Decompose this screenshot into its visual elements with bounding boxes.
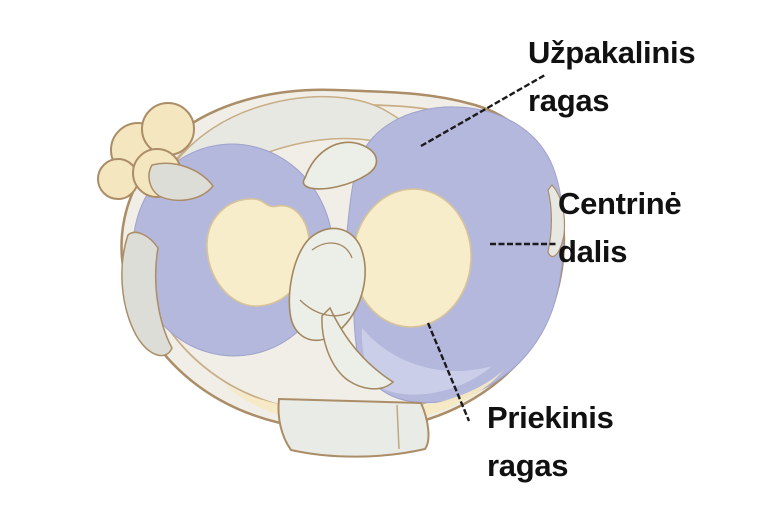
leader-lines xyxy=(420,73,556,422)
leader-line-posterior-horn xyxy=(420,73,546,148)
label-anterior-horn: Priekinis ragas xyxy=(487,394,614,490)
leader-line-anterior-horn xyxy=(426,322,471,422)
fibular-head xyxy=(97,102,214,202)
label-central-part: Centrinė dalis xyxy=(558,180,682,276)
label-posterior-horn: Užpakalinis ragas xyxy=(528,29,696,125)
lateral-capsule-band xyxy=(121,231,173,357)
label-anterior-horn-line2: ragas xyxy=(487,448,569,483)
label-posterior-horn-line1: Užpakalinis xyxy=(528,35,696,70)
patellar-tendon xyxy=(277,397,430,458)
medial-meniscus-anterior-shade xyxy=(361,328,492,395)
label-central-part-line2: dalis xyxy=(558,234,628,269)
ligament-strap xyxy=(321,306,395,390)
anterior-cruciate-ligament xyxy=(288,227,366,342)
label-posterior-horn-line2: ragas xyxy=(528,83,610,118)
posterior-cruciate-ligament xyxy=(302,141,378,190)
label-central-part-line1: Centrinė xyxy=(558,186,682,221)
medial-capsule-fold xyxy=(547,184,566,257)
lateral-cartilage-surface xyxy=(206,198,310,307)
label-anterior-horn-line1: Priekinis xyxy=(487,400,614,435)
ligament-detail-lines xyxy=(299,242,353,317)
